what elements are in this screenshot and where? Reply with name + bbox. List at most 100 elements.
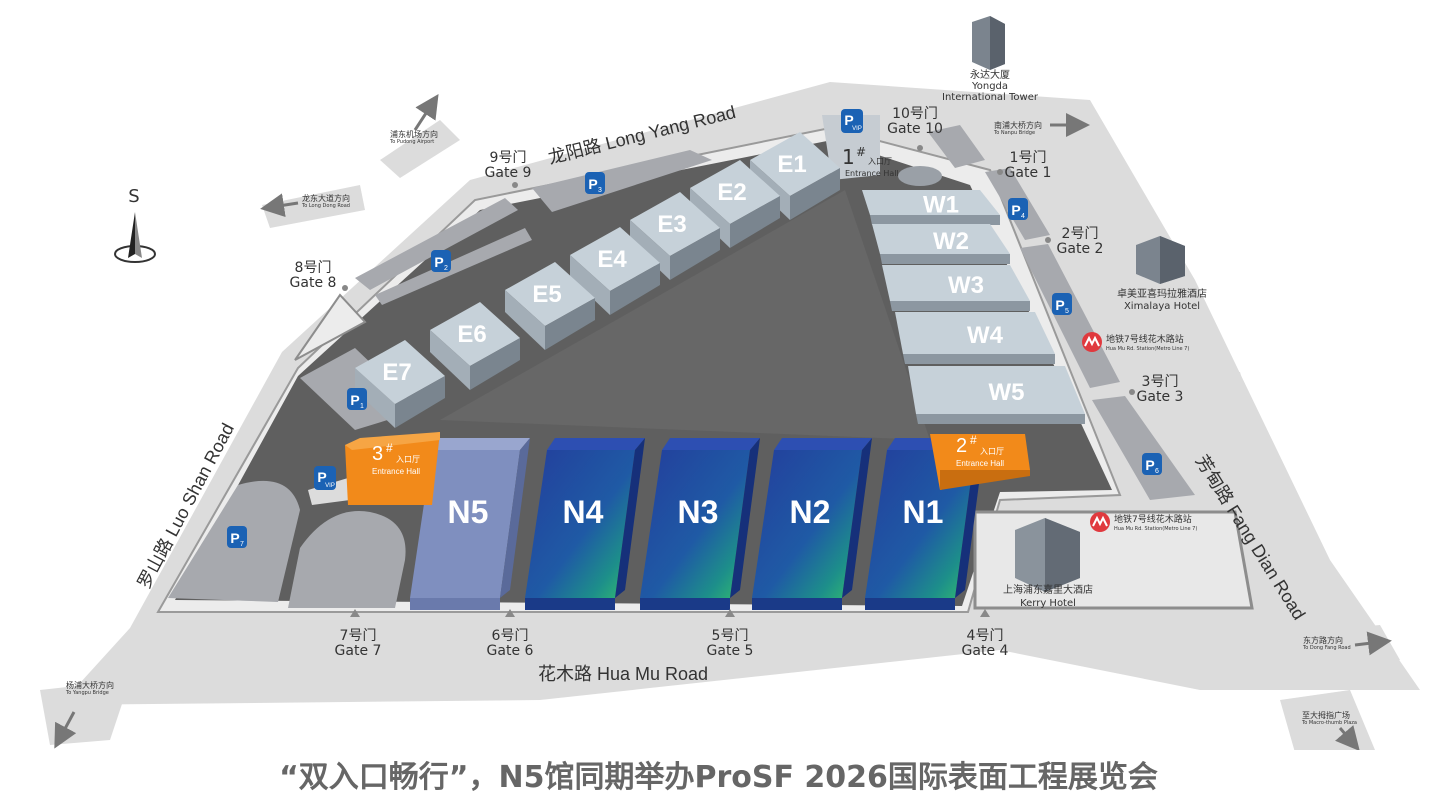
hall-w4[interactable]: W4 [895, 312, 1055, 364]
hall-label: N3 [678, 494, 719, 530]
gate-arrow-icon [350, 609, 360, 617]
parking-icon [1008, 198, 1028, 220]
svg-text:Entrance Hall: Entrance Hall [372, 467, 420, 476]
strip-p2b [375, 228, 532, 305]
parking-number: 4 [1021, 213, 1025, 220]
hall-w2[interactable]: W2 [872, 224, 1010, 264]
strip-p2a [355, 198, 518, 290]
hall-e6[interactable]: E6 [430, 302, 520, 390]
approach-road-se [1180, 372, 1248, 402]
gate-cn: 3号门 [1142, 374, 1179, 390]
entrance-hall-3[interactable] [345, 432, 440, 505]
hall-e5[interactable]: E5 [505, 262, 595, 350]
gate-arrow-icon [342, 285, 348, 291]
parking-vip-icon [314, 466, 336, 490]
hall-label: E6 [457, 321, 486, 348]
parking-icon [347, 388, 367, 410]
approach-road-e [1010, 160, 1110, 182]
gate-en: Gate 7 [335, 643, 382, 659]
svg-text:Hua Mu Rd. Station(Metro Line: Hua Mu Rd. Station(Metro Line 7) [1106, 346, 1189, 352]
parking-number: 6 [1155, 468, 1159, 475]
svg-text:To Nanpu Bridge: To Nanpu Bridge [993, 130, 1035, 136]
kerry-hotel-building [1015, 518, 1080, 592]
hall-w5[interactable]: W5 [908, 366, 1085, 424]
parking-letter: P [434, 254, 443, 270]
hall-label: N1 [903, 494, 944, 530]
dir-dong-fang-road: 东方路方向 To Dong Fang Road [1302, 631, 1392, 656]
hall-n3[interactable]: N3 [640, 438, 760, 610]
hall-w1[interactable]: W1 [862, 190, 1000, 225]
svg-text:地铁7号线花木路站: 地铁7号线花木路站 [1106, 333, 1184, 345]
svg-text:3: 3 [372, 443, 383, 465]
hall-label: N4 [563, 494, 604, 530]
parking-icon [431, 250, 451, 272]
svg-text:2: 2 [956, 435, 967, 457]
parking-letter: P [230, 530, 239, 546]
road-south: 花木路 Hua Mu Road [538, 664, 708, 684]
gate-cn: 4号门 [967, 628, 1004, 644]
parking-letter: P [588, 176, 597, 192]
hall-label: W3 [948, 272, 984, 299]
gate-cn: 6号门 [492, 628, 529, 644]
metro-station-2[interactable]: 地铁7号线花木路站 Hua Mu Rd. Station(Metro Line … [1090, 512, 1197, 532]
entrance-label-1: 1 # 入口厅 Entrance Hall [842, 145, 899, 178]
kerry-en: Kerry Hotel [1020, 598, 1076, 609]
yongda-tower-building [972, 16, 1005, 70]
hall-e7[interactable]: E7 [355, 340, 445, 428]
metro-station-1[interactable]: 地铁7号线花木路站 Hua Mu Rd. Station(Metro Line … [1082, 332, 1189, 352]
hall-n5[interactable]: N5 [410, 438, 530, 610]
dir-nanpu-bridge: 南浦大桥方向 To Nanpu Bridge [993, 113, 1090, 137]
gate-en: Gate 1 [1005, 165, 1052, 181]
ximalaya-cn: 卓美亚喜玛拉雅酒店 [1117, 287, 1207, 300]
svg-text:Hua Mu Rd. Station(Metro Line: Hua Mu Rd. Station(Metro Line 7) [1114, 526, 1197, 532]
gate-cn: 9号门 [490, 150, 527, 166]
svg-text:To Pudong Airport: To Pudong Airport [389, 139, 434, 145]
strip-p6 [1092, 396, 1195, 500]
parking-number: 7 [240, 541, 244, 548]
north-halls: N5 N4 N3 N2 N1 [410, 438, 985, 610]
hall-n4[interactable]: N4 [525, 438, 645, 610]
west-triangle [294, 293, 367, 361]
hall-label: N2 [790, 494, 831, 530]
yongda-en2: International Tower [942, 92, 1039, 103]
hall-w3[interactable]: W3 [882, 265, 1030, 311]
yongda-cn: 永达大厦 [970, 68, 1010, 81]
gate-en: Gate 6 [487, 643, 534, 659]
dir-long-dong-road: 龙东大道方向 To Long Dong Road [260, 193, 350, 218]
gate-cn: 2号门 [1062, 226, 1099, 242]
hall-n2[interactable]: N2 [752, 438, 872, 610]
kerry-cn: 上海浦东嘉里大酒店 [1003, 583, 1093, 596]
gate-arrow-icon [505, 609, 515, 617]
parking-icon [585, 172, 605, 194]
svg-text:To Yangpu Bridge: To Yangpu Bridge [65, 690, 109, 696]
svg-text:VIP: VIP [325, 483, 335, 489]
gate-cn: 10号门 [892, 106, 938, 122]
hall-label: N5 [448, 494, 489, 530]
svg-text:P: P [844, 112, 853, 128]
ximalaya-hotel-building [1136, 236, 1185, 284]
svg-text:浦东机场方向: 浦东机场方向 [390, 129, 438, 139]
hall-e4[interactable]: E4 [570, 227, 660, 315]
gate-en: Gate 5 [707, 643, 754, 659]
